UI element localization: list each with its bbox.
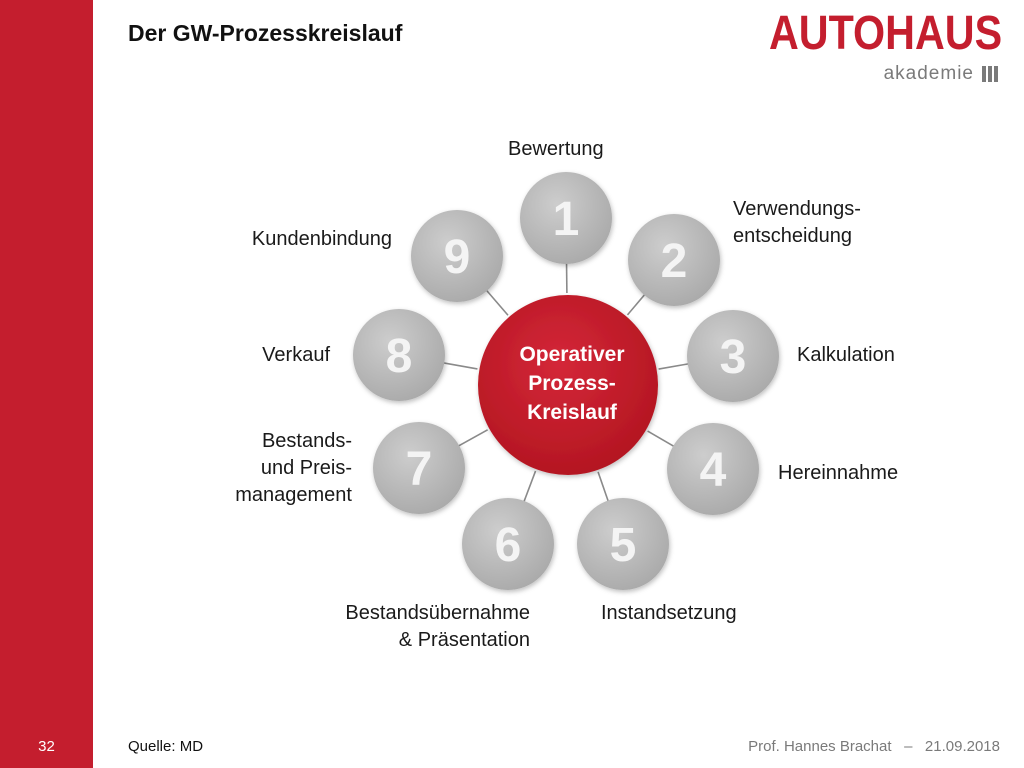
center-circle (478, 295, 658, 475)
step-label-4: Hereinnahme (778, 460, 898, 487)
step-label-5-line-1: Instandsetzung (601, 602, 737, 624)
connector-line-7 (457, 429, 489, 448)
footer-author-name: Prof. Hannes Brachat (748, 738, 892, 755)
connector-line-4 (647, 430, 676, 448)
connector-line-5 (597, 471, 610, 503)
step-number-1: 1 (553, 193, 580, 246)
connector-line-6 (522, 470, 537, 504)
step-circle-6 (462, 498, 554, 590)
step-number-4: 4 (700, 444, 727, 497)
step-node-1: 1 (520, 172, 612, 264)
step-circle-2 (628, 214, 720, 306)
step-label-7-line-1: Bestands- (261, 430, 352, 452)
step-label-2-line-1: Verwendungs- (733, 198, 861, 220)
logo-bars-icon (982, 66, 998, 82)
step-node-7: 7 (373, 422, 465, 514)
connector-line-9 (485, 288, 509, 316)
step-node-9: 9 (411, 210, 503, 302)
step-label-1: Bewertung (508, 136, 604, 163)
step-number-7: 7 (406, 443, 433, 496)
step-circle-7 (373, 422, 465, 514)
step-circle-9 (411, 210, 503, 302)
step-number-8: 8 (386, 330, 413, 383)
step-label-8: Verkauf (262, 342, 330, 369)
step-node-2: 2 (628, 214, 720, 306)
footer-separator: – (904, 738, 913, 755)
step-number-9: 9 (444, 231, 471, 284)
step-circle-5 (577, 498, 669, 590)
step-number-2: 2 (661, 235, 688, 288)
step-circle-8 (353, 309, 445, 401)
logo-subtitle: akademie (883, 63, 974, 84)
footer-author: Prof. Hannes Brachat – 21.09.2018 (748, 738, 1000, 755)
footer-date: 21.09.2018 (924, 738, 1000, 755)
step-node-8: 8 (353, 309, 445, 401)
step-node-4: 4 (667, 423, 759, 515)
step-label-7-line-2: und Preis- (260, 457, 352, 479)
page-number: 32 (38, 738, 55, 755)
step-label-5: Instandsetzung (601, 600, 737, 627)
step-label-3: Kalkulation (797, 342, 895, 369)
step-label-2-line-2: entscheidung (733, 225, 852, 247)
step-label-9: Kundenbindung (252, 226, 392, 253)
step-number-6: 6 (495, 519, 522, 572)
logo-wordmark: AUTOHAUS (768, 7, 1002, 60)
step-label-6-line-1: Bestandsübernahme (345, 602, 530, 624)
step-circle-3 (687, 310, 779, 402)
left-accent-bar (0, 0, 93, 768)
step-label-9-line-1: Kundenbindung (251, 228, 392, 250)
center-label: Operativer Prozess- Kreislauf (492, 340, 652, 427)
center-label-line2: Prozess- (528, 372, 616, 395)
connector-line-3 (658, 362, 690, 370)
step-number-3: 3 (720, 331, 747, 384)
step-label-8-line-1: Verkauf (262, 344, 330, 366)
autohaus-akademie-logo: AUTOHAUS akademie (769, 6, 1008, 88)
step-label-6: Bestandsübernahme & Präsentation (345, 600, 530, 654)
center-label-line1: Operativer (519, 343, 625, 366)
step-node-6: 6 (462, 498, 554, 590)
step-label-1-line-1: Bewertung (508, 138, 604, 160)
step-node-3: 3 (687, 310, 779, 402)
step-circle-1 (520, 172, 612, 264)
step-circle-4 (667, 423, 759, 515)
connector-line-2 (626, 293, 647, 316)
step-label-6-line-2: & Präsentation (398, 629, 530, 651)
step-label-7: Bestands-und Preis-management (235, 428, 352, 509)
step-node-5: 5 (577, 498, 669, 590)
footer-source: Quelle: MD (128, 738, 204, 755)
connector-line-8 (442, 361, 478, 370)
step-label-7-line-3: management (235, 484, 352, 506)
step-label-3-line-1: Kalkulation (797, 344, 895, 366)
step-number-5: 5 (610, 519, 637, 572)
logo-subline: akademie (884, 64, 998, 84)
step-label-4-line-1: Hereinnahme (778, 462, 899, 484)
step-label-2: Verwendungs-entscheidung (733, 196, 861, 250)
center-label-line3: Kreislauf (527, 401, 617, 424)
slide-title: Der GW-Prozesskreislauf (128, 20, 403, 46)
